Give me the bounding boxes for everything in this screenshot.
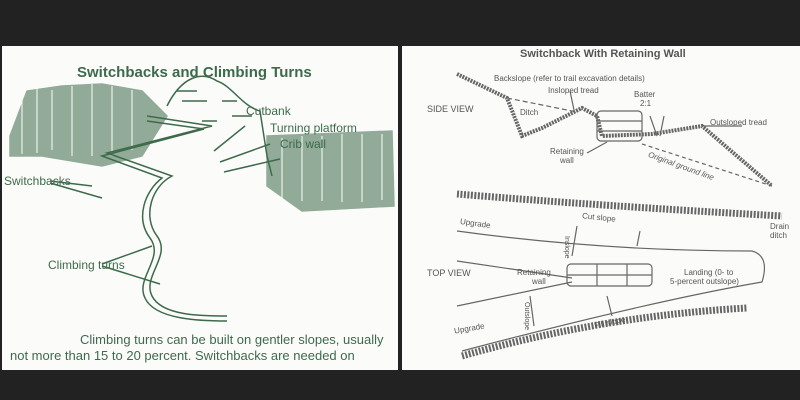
label-retaining-wall-side: Retaining	[550, 147, 584, 156]
label-batter-ratio: 2:1	[640, 99, 652, 108]
label-landing: Landing (0- to	[684, 268, 734, 277]
label-retaining-wall-side-2: wall	[560, 156, 574, 165]
label-inslope: Inslope	[563, 236, 570, 259]
label-outslope: Outslope	[523, 302, 530, 331]
label-switchbacks: Switchbacks	[4, 174, 71, 188]
label-retaining-wall-top-2: wall	[532, 277, 546, 286]
label-top-view: TOP VIEW	[427, 268, 471, 278]
switchbacks-illustration	[9, 75, 395, 322]
diagram-title: Switchbacks and Climbing Turns	[77, 64, 312, 81]
caption-line-1: Climbing turns can be built on gentler s…	[80, 332, 384, 347]
label-backslope: Backslope (refer to trail excavation det…	[494, 74, 645, 83]
label-landing-2: 5-percent outslope)	[670, 277, 739, 286]
label-drain-ditch-2: ditch	[770, 231, 787, 240]
label-turning-platform: Turning platform	[270, 121, 357, 135]
label-crib-wall: Crib wall	[280, 137, 327, 151]
label-outsloped-tread: Outsloped tread	[710, 118, 767, 127]
diagram-title: Switchback With Retaining Wall	[520, 48, 686, 60]
label-batter: Batter	[634, 90, 656, 99]
retaining-wall-illustration	[456, 72, 783, 360]
label-cutbank: Cutbank	[246, 104, 291, 118]
label-ditch: Ditch	[520, 108, 539, 117]
caption-line-2: not more than 15 to 20 percent. Switchba…	[10, 348, 355, 363]
label-retaining-wall-top: Retaining	[517, 268, 551, 277]
label-climbing-turns: Climbing turns	[48, 258, 125, 272]
retaining-wall-diagram-panel: Switchback With Retaining Wall SIDE VIEW…	[402, 46, 800, 370]
label-side-view: SIDE VIEW	[427, 104, 474, 114]
label-drain-ditch: Drain	[770, 222, 790, 231]
switchbacks-diagram-panel: Switchbacks and Climbing Turns Cutbank T…	[2, 46, 398, 370]
label-insloped-tread: Insloped tread	[548, 86, 599, 95]
